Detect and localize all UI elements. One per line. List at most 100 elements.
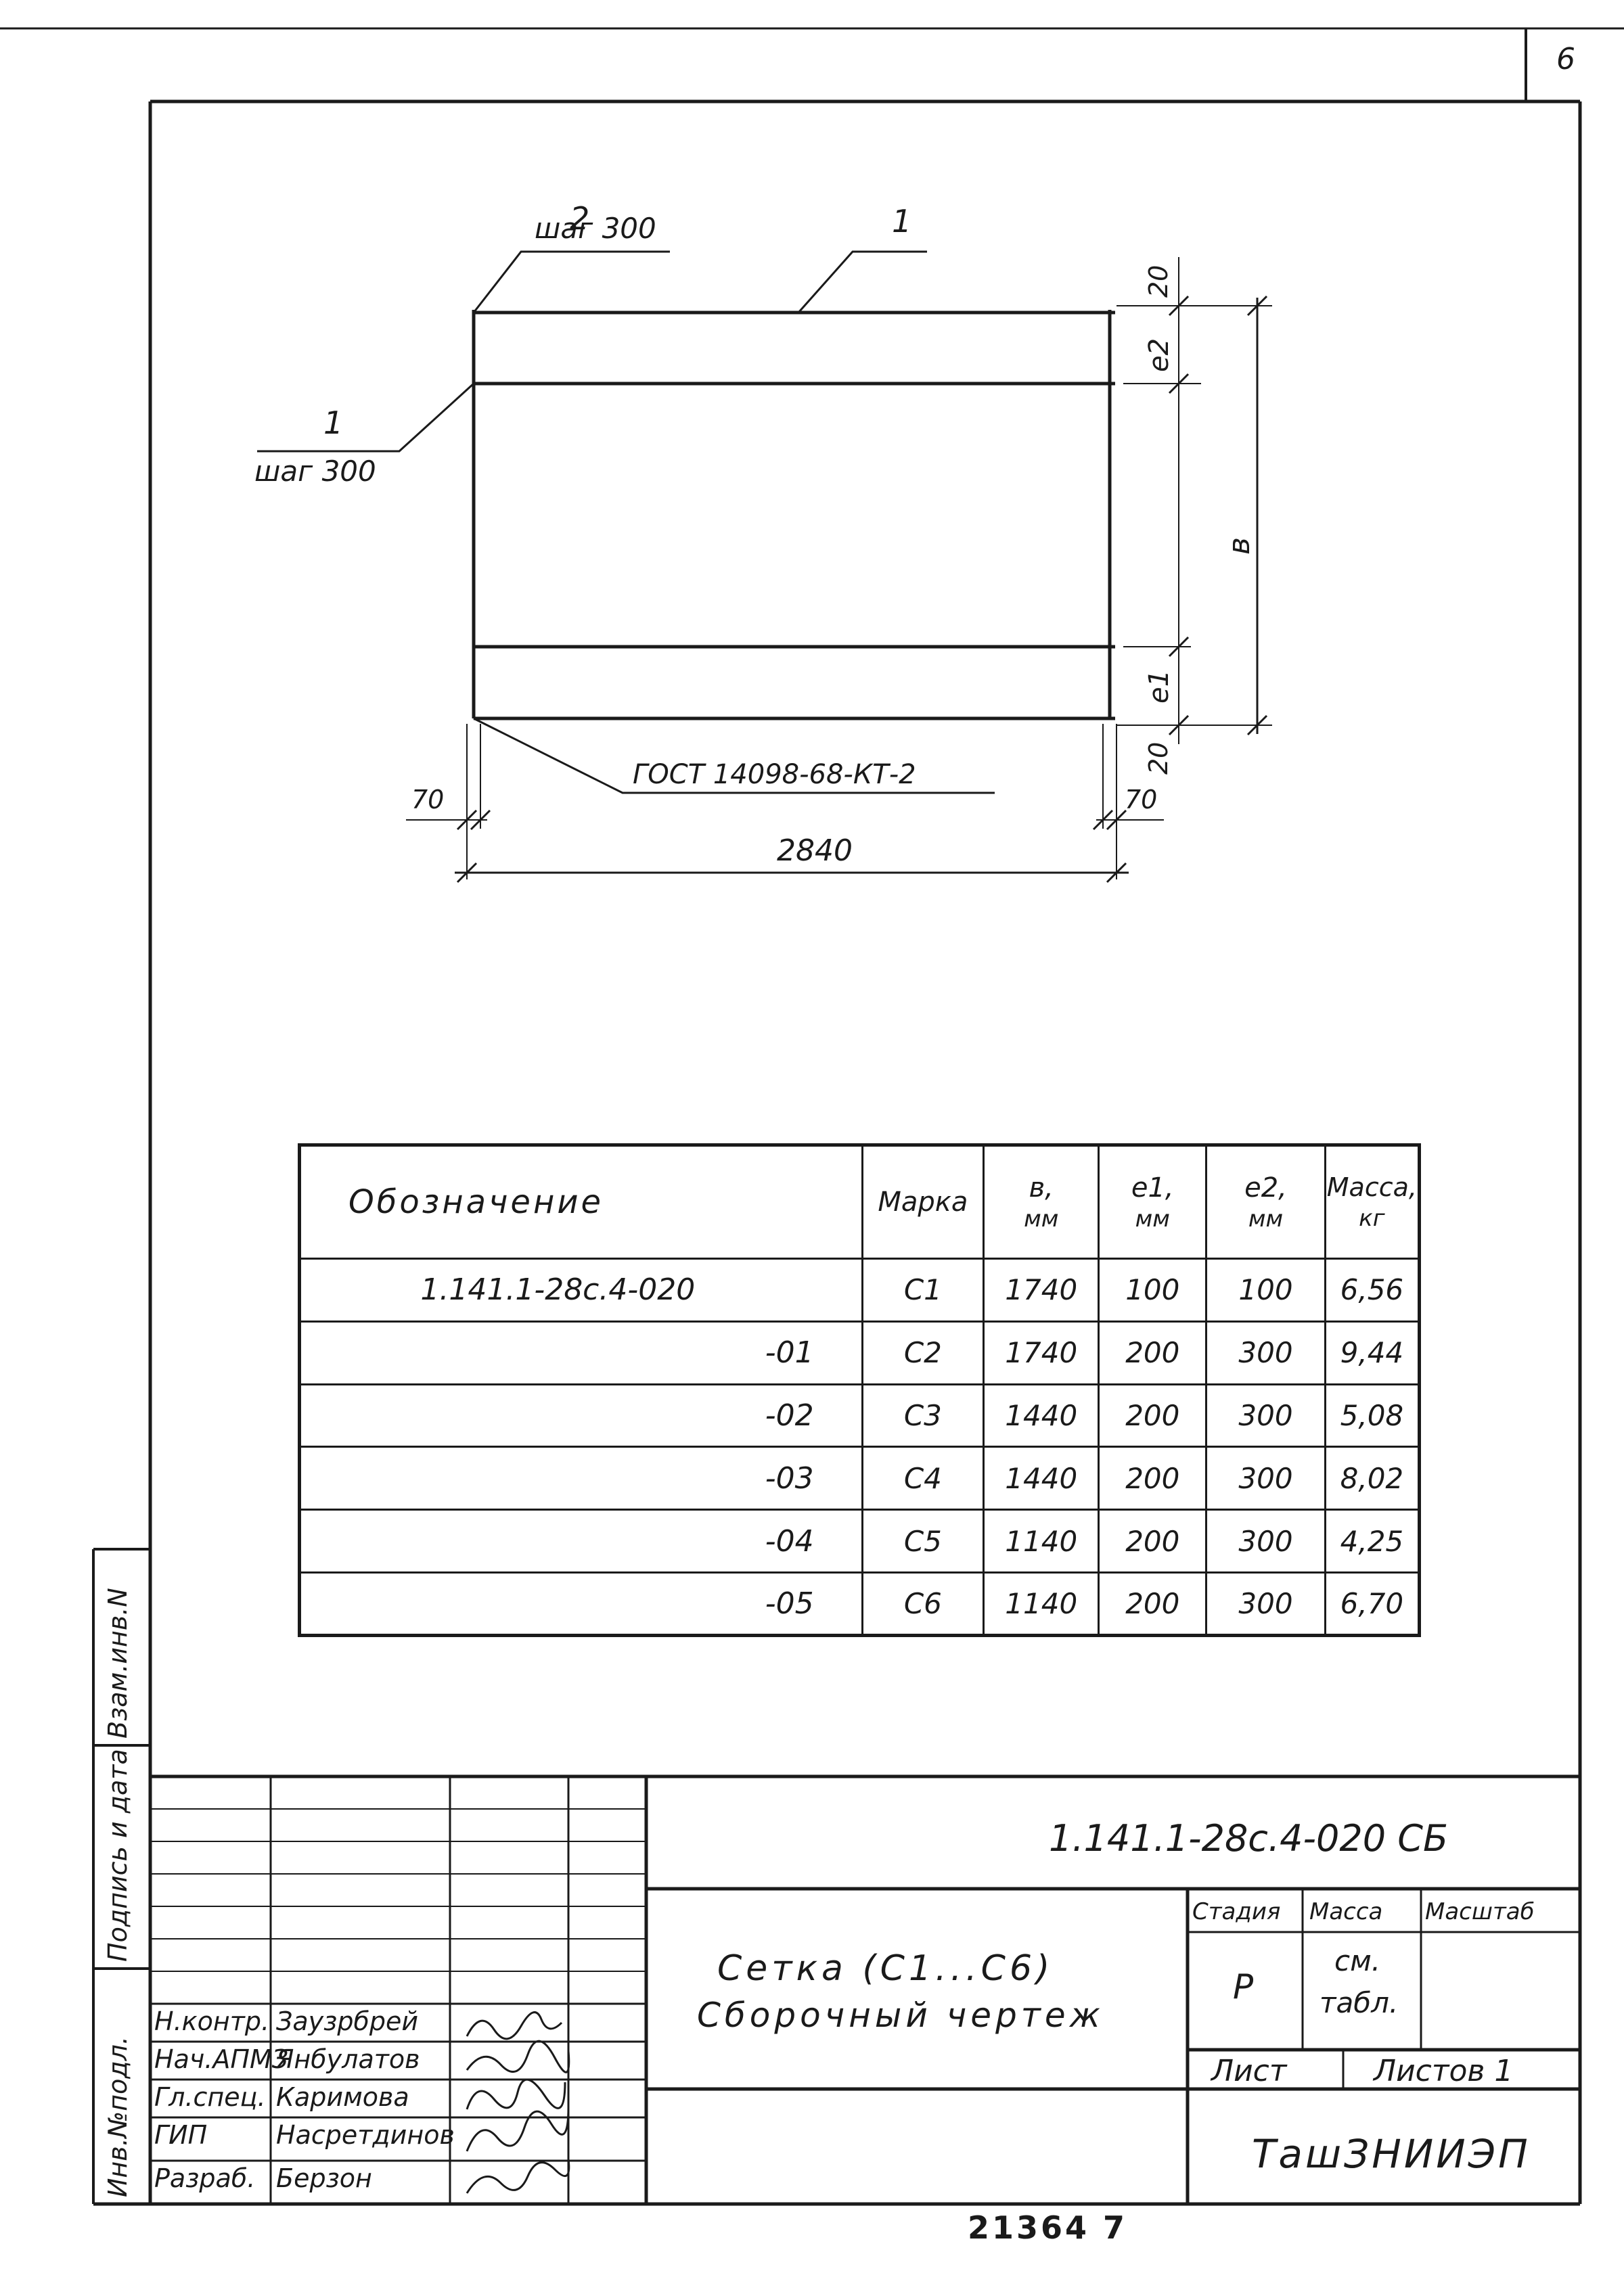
cell-mark: С2 bbox=[861, 1320, 985, 1385]
document-code: 1.141.1-28с.4-020 СБ bbox=[1049, 1817, 1448, 1860]
cell-e2: 100 bbox=[1205, 1258, 1326, 1323]
role-label: Н.контр. bbox=[154, 2006, 270, 2036]
role-person-name: Берзон bbox=[276, 2163, 372, 2193]
label-left-position-number: 1 bbox=[323, 405, 344, 441]
footer-number: 21364 7 bbox=[968, 2209, 1128, 2246]
role-label: Разраб. bbox=[154, 2163, 256, 2193]
header-e1-unit: мм bbox=[1135, 1205, 1170, 1233]
stage-value: Р bbox=[1233, 1967, 1254, 2006]
cell-b: 1440 bbox=[983, 1446, 1100, 1511]
header-b-label: в, bbox=[1029, 1172, 1054, 1203]
dim-20-bottom: 20 bbox=[1144, 741, 1173, 775]
cell-b: 1140 bbox=[983, 1571, 1100, 1636]
header-e2-label: е2, bbox=[1244, 1172, 1287, 1203]
dim-e1: е1 bbox=[1144, 669, 1175, 704]
cell-mark: С6 bbox=[861, 1571, 985, 1636]
strip-sign-date: Подпись и дата bbox=[103, 1749, 133, 1962]
mass-value-line-2: табл. bbox=[1320, 1986, 1399, 2019]
dim-20-top: 20 bbox=[1144, 265, 1173, 298]
spec-header-row: Обозначение Марка в, мм е1, мм е2, мм Ма… bbox=[298, 1144, 1421, 1260]
specification-table: Обозначение Марка в, мм е1, мм е2, мм Ма… bbox=[298, 1143, 1421, 1637]
cell-mass: 6,56 bbox=[1324, 1258, 1421, 1323]
header-designation: Обозначение bbox=[298, 1144, 863, 1260]
title-line-1: Сетка (С1...С6) bbox=[717, 1948, 1054, 1989]
role-person-name: Насретдинов bbox=[276, 2120, 455, 2150]
header-e2: е2, мм bbox=[1205, 1144, 1326, 1260]
header-mass-label: Масса, bbox=[1326, 1172, 1417, 1202]
cell-e1: 200 bbox=[1098, 1509, 1208, 1574]
cell-mark: С4 bbox=[861, 1446, 985, 1511]
cell-b: 1140 bbox=[983, 1509, 1100, 1574]
cell-designation: -04 bbox=[298, 1509, 863, 1574]
sheets-total-label: Листов 1 bbox=[1374, 2054, 1514, 2088]
cell-mass: 6,70 bbox=[1324, 1571, 1421, 1636]
strip-inv-ref: Взам.инв.N bbox=[103, 1588, 133, 1739]
cell-b: 1740 bbox=[983, 1258, 1100, 1323]
label-top-right-position-number: 1 bbox=[892, 203, 912, 239]
table-row: 1.141.1-28с.4-020 С1 1740 100 100 6,56 bbox=[298, 1258, 1421, 1323]
table-row: -03 С4 1440 200 300 8,02 bbox=[298, 1446, 1421, 1511]
stage-label: Стадия bbox=[1192, 1898, 1281, 1925]
table-row: -02 С3 1440 200 300 5,08 bbox=[298, 1383, 1421, 1448]
cell-e2: 300 bbox=[1205, 1571, 1326, 1636]
cell-e1: 100 bbox=[1098, 1258, 1208, 1323]
header-e1-label: е1, bbox=[1131, 1172, 1174, 1203]
dim-70-left: 70 bbox=[411, 785, 445, 814]
header-mark: Марка bbox=[861, 1144, 985, 1260]
cell-e2: 300 bbox=[1205, 1383, 1326, 1448]
cell-designation: 1.141.1-28с.4-020 bbox=[298, 1258, 863, 1323]
cell-e2: 300 bbox=[1205, 1509, 1326, 1574]
label-top-position-number: 2 bbox=[570, 200, 590, 237]
cell-mass: 4,25 bbox=[1324, 1509, 1421, 1574]
scale-label: Масштаб bbox=[1425, 1898, 1535, 1925]
mass-label: Масса bbox=[1309, 1898, 1383, 1925]
table-row: -05 С6 1140 200 300 6,70 bbox=[298, 1571, 1421, 1636]
role-label: ГИП bbox=[154, 2120, 208, 2150]
role-person-name: Каримова bbox=[276, 2082, 409, 2112]
role-person-name: Янбулатов bbox=[276, 2044, 420, 2074]
organization-name: ТашЗНИИЭП bbox=[1252, 2131, 1531, 2177]
cell-e1: 200 bbox=[1098, 1571, 1208, 1636]
strip-inv-orig: Инв.№подл. bbox=[103, 2036, 133, 2197]
table-row: -04 С5 1140 200 300 4,25 bbox=[298, 1509, 1421, 1574]
cell-e1: 200 bbox=[1098, 1383, 1208, 1448]
cell-e2: 300 bbox=[1205, 1320, 1326, 1385]
role-label: Гл.спец. bbox=[154, 2082, 266, 2112]
cell-mark: С5 bbox=[861, 1509, 985, 1574]
role-person-name: Заузрбрей bbox=[276, 2006, 419, 2036]
gost-reference: ГОСТ 14098-68-КТ-2 bbox=[633, 759, 916, 790]
header-mass: Масса, кг bbox=[1324, 1144, 1421, 1260]
cell-mark: С1 bbox=[861, 1258, 985, 1323]
dim-2840: 2840 bbox=[777, 833, 853, 868]
cell-designation: -05 bbox=[298, 1571, 863, 1636]
cell-mark: С3 bbox=[861, 1383, 985, 1448]
cell-designation: -03 bbox=[298, 1446, 863, 1511]
header-e2-unit: мм bbox=[1248, 1205, 1284, 1233]
cell-e1: 200 bbox=[1098, 1320, 1208, 1385]
table-row: -01 С2 1740 200 300 9,44 bbox=[298, 1320, 1421, 1385]
dim-70-right: 70 bbox=[1125, 785, 1158, 814]
sheet-number: 6 bbox=[1556, 42, 1575, 76]
cell-mass: 9,44 bbox=[1324, 1320, 1421, 1385]
cell-e1: 200 bbox=[1098, 1446, 1208, 1511]
label-left-step: шаг 300 bbox=[254, 455, 376, 488]
cell-e2: 300 bbox=[1205, 1446, 1326, 1511]
title-line-2: Сборочный чертеж bbox=[697, 1996, 1104, 2035]
cell-designation: -01 bbox=[298, 1320, 863, 1385]
dim-b: в bbox=[1222, 537, 1257, 555]
header-b-unit: мм bbox=[1024, 1205, 1059, 1233]
role-label: Нач.АПМЗ bbox=[154, 2044, 289, 2074]
header-b: в, мм bbox=[983, 1144, 1100, 1260]
header-e1: е1, мм bbox=[1098, 1144, 1208, 1260]
header-mass-unit: кг bbox=[1359, 1204, 1385, 1232]
cell-b: 1740 bbox=[983, 1320, 1100, 1385]
cell-mass: 5,08 bbox=[1324, 1383, 1421, 1448]
cell-b: 1440 bbox=[983, 1383, 1100, 1448]
dim-e2: е2 bbox=[1144, 338, 1175, 372]
mass-value-line-1: см. bbox=[1334, 1944, 1381, 1977]
cell-mass: 8,02 bbox=[1324, 1446, 1421, 1511]
label-top-step: шаг 300 bbox=[535, 212, 656, 245]
cell-designation: -02 bbox=[298, 1383, 863, 1448]
sheet-label: Лист bbox=[1211, 2054, 1287, 2088]
